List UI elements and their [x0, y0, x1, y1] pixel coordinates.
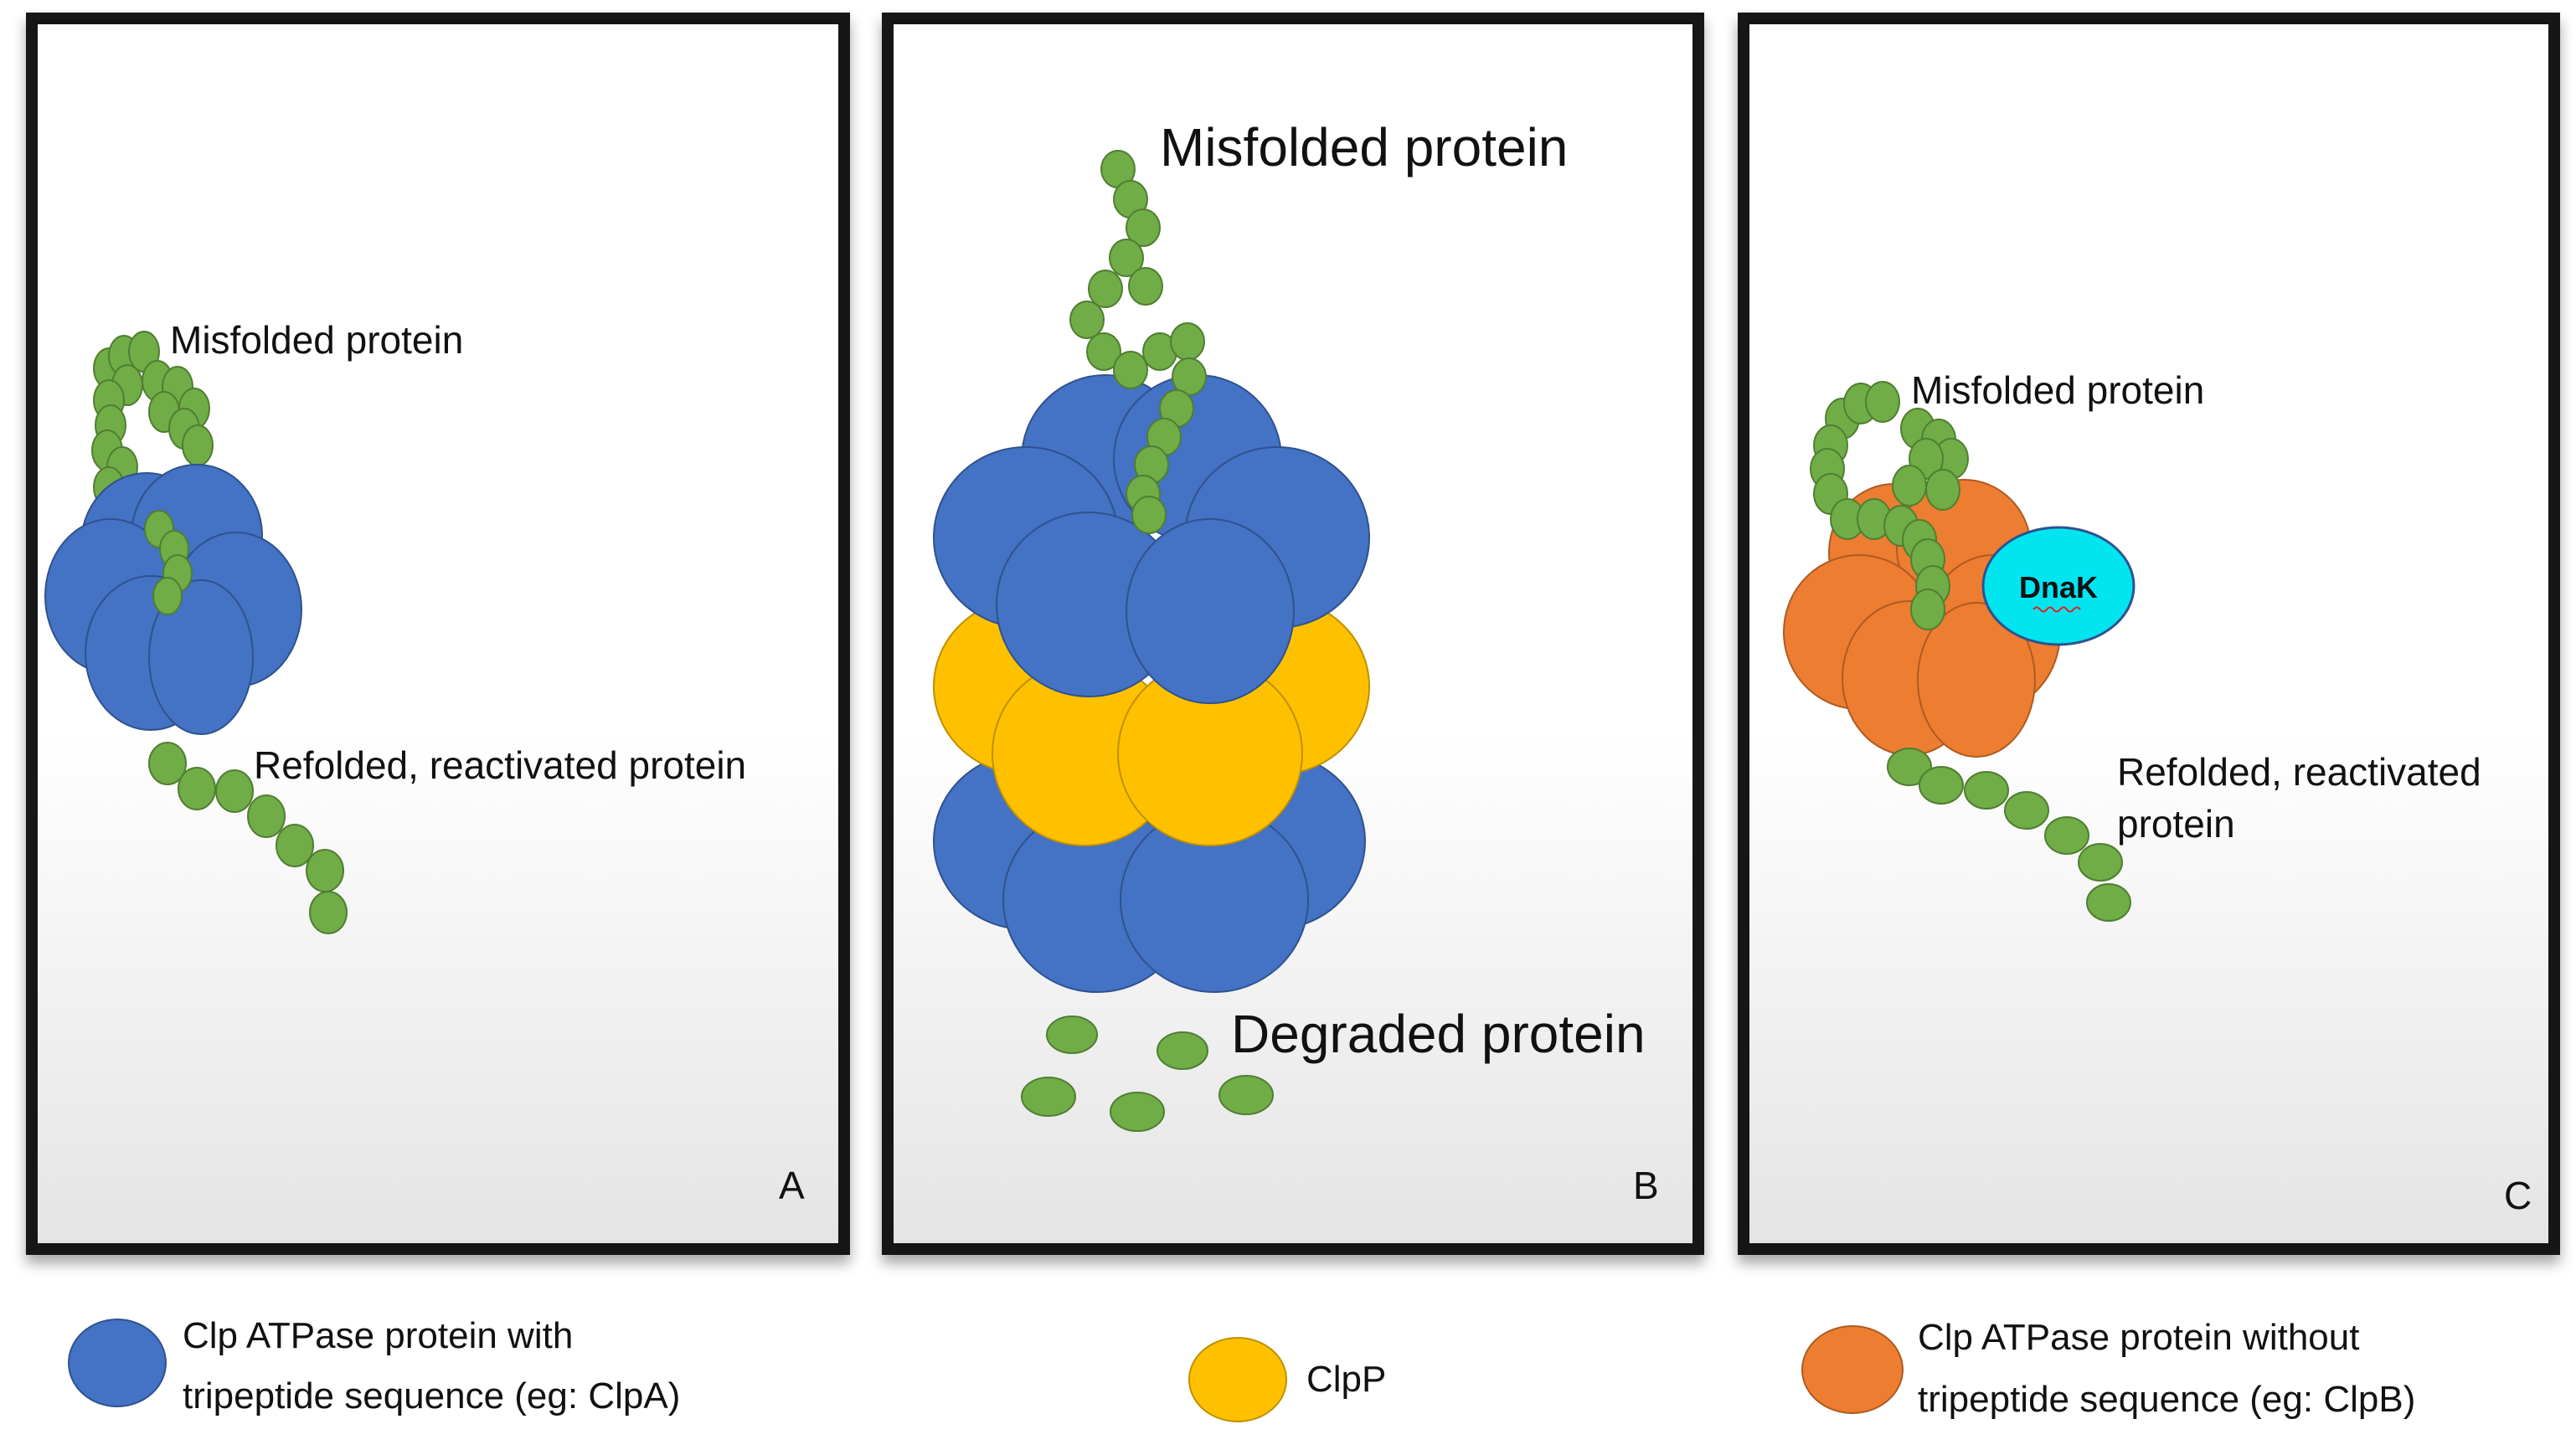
panel-b-degraded-fragments: [1021, 1015, 1274, 1132]
panel-b: Misfolded protein Degraded protein B: [882, 13, 1704, 1255]
amino-acid-bead: [1131, 496, 1167, 534]
amino-acid-bead: [1046, 1015, 1098, 1054]
panel-a-refolded-chain: [148, 742, 348, 934]
amino-acid-bead: [1964, 771, 2009, 810]
amino-acid-bead: [2004, 791, 2049, 830]
amino-acid-bead: [1126, 208, 1161, 247]
panel-c-refolded-label-line1: Refolded, reactivated: [2117, 750, 2481, 794]
panel-a-misfolded-label: Misfolded protein: [170, 318, 463, 362]
amino-acid-bead: [152, 577, 183, 615]
panel-c-refolded-chain: [1887, 748, 2131, 922]
amino-acid-bead: [2044, 816, 2089, 855]
legend-swatch-orange: [1801, 1325, 1904, 1414]
amino-acid-bead: [1021, 1077, 1076, 1117]
amino-acid-bead: [1157, 1031, 1208, 1070]
legend-item-clpb: Clp ATPase protein without tripeptide se…: [1801, 1317, 2415, 1420]
panel-b-misfolded-chain: [1069, 150, 1207, 534]
panel-a-refolded-label: Refolded, reactivated protein: [254, 743, 746, 787]
panel-a: Misfolded protein Refolded, reactivated …: [26, 13, 850, 1255]
amino-acid-bead: [215, 769, 254, 813]
panel-c-letter: C: [2504, 1174, 2532, 1217]
amino-acid-bead: [1887, 748, 1932, 786]
amino-acid-bead: [1919, 766, 1964, 805]
amino-acid-bead: [1910, 589, 1945, 630]
panel-b-degraded-label: Degraded protein: [1231, 1004, 1646, 1064]
legend-clpa-line2: tripeptide sequence (eg: ClpA): [183, 1375, 680, 1416]
panel-b-misfolded-label: Misfolded protein: [1160, 117, 1568, 177]
amino-acid-bead: [1088, 270, 1123, 308]
amino-acid-bead: [1110, 1092, 1165, 1132]
clp-subunit: [1126, 518, 1295, 704]
legend-clpb-line1: Clp ATPase protein without: [1918, 1317, 2359, 1358]
amino-acid-bead: [1109, 239, 1144, 277]
legend-item-clpa: Clp ATPase protein with tripeptide seque…: [68, 1315, 680, 1416]
legend-swatch-blue: [68, 1319, 167, 1407]
clp-subunit: [148, 579, 254, 735]
panel-c-misfolded-label: Misfolded protein: [1911, 368, 2204, 412]
amino-acid-bead: [1865, 381, 1900, 423]
amino-acid-bead: [2078, 843, 2123, 882]
panel-c-refolded-label-line2: protein: [2117, 802, 2235, 846]
amino-acid-bead: [1113, 351, 1148, 389]
amino-acid-bead: [1069, 301, 1105, 339]
panel-c: DnaK Misfolded protein Refolded, reactiv…: [1738, 13, 2560, 1255]
amino-acid-bead: [1086, 332, 1121, 371]
amino-acid-bead: [1128, 267, 1163, 306]
panel-b-letter: B: [1633, 1164, 1659, 1207]
dnak-label: DnaK: [2019, 570, 2098, 604]
legend-swatch-yellow: [1188, 1337, 1287, 1422]
legend-clpb-line2: tripeptide sequence (eg: ClpB): [1918, 1379, 2415, 1420]
dnak-spell-underline: [2032, 606, 2081, 613]
amino-acid-bead: [178, 767, 216, 810]
amino-acid-bead: [309, 891, 348, 934]
dnak-chaperone: DnaK: [1981, 526, 2136, 646]
amino-acid-bead: [276, 824, 314, 867]
dnak-shape: [1981, 526, 2136, 646]
clpb-subunit: [1917, 602, 2036, 758]
legend-item-clpp: ClpP: [1188, 1337, 1386, 1422]
amino-acid-bead: [1892, 465, 1927, 506]
legend-clpp-line1: ClpP: [1306, 1359, 1386, 1400]
legend-clpa-line1: Clp ATPase protein with: [183, 1315, 573, 1356]
amino-acid-bead: [1925, 469, 1960, 511]
amino-acid-bead: [247, 794, 286, 838]
amino-acid-bead: [1218, 1075, 1274, 1115]
panel-c-misfolded-chain: [1810, 381, 1969, 630]
amino-acid-bead: [306, 849, 344, 892]
amino-acid-bead: [1170, 322, 1205, 361]
amino-acid-bead: [2086, 883, 2131, 922]
amino-acid-bead: [148, 742, 187, 785]
amino-acid-bead: [182, 424, 214, 466]
panel-a-chain-over-ring: [144, 510, 193, 615]
legend: Clp ATPase protein with tripeptide seque…: [68, 1315, 2415, 1422]
panel-a-letter: A: [779, 1164, 805, 1207]
